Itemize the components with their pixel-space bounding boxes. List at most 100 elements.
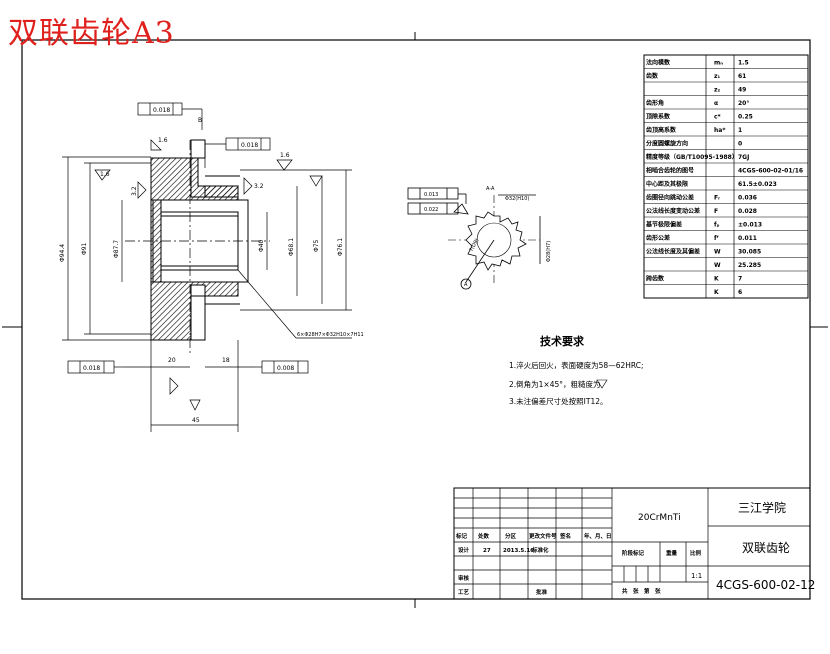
dim-d6: Φ75 [313,239,320,252]
param-value: 20° [738,100,749,107]
dim-d7: Φ76.1 [337,238,344,256]
part-name: 双联齿轮 [742,541,790,555]
param-value: 6 [738,289,742,296]
param-value: 1 [738,127,742,134]
param-value: 4CGS-600-02-01/16 [738,168,803,175]
param-label: 基节极限偏差 [645,221,682,229]
param-label: 顶隙系数 [646,113,671,121]
param-label: 齿形角 [646,99,664,107]
param-value: 0 [738,141,742,148]
material: 20CrMnTi [638,513,681,523]
param-value: 0.011 [738,235,757,242]
spline-dim-1: Φ32(H10) [505,196,529,202]
tech-heading: 技术要求 [540,334,585,348]
sheet-border [21,39,811,600]
param-value: 0.028 [738,208,757,215]
param-symbol: K [714,276,719,283]
drawing-number: 4CGS-600-02-12 [716,578,815,592]
param-label: 法向模数 [646,59,671,67]
dim-w3: 45 [192,417,200,424]
rough-4: 3.2 [131,186,138,196]
rough-1: 1.6 [100,171,110,178]
tech-item-2: 2.倒角为1×45°，粗糙度为 [509,379,601,389]
param-symbol: ha* [714,127,726,134]
tol-top-left: 0.018 [153,107,170,114]
diameter-dimensions: Φ94.4 Φ91 Φ87.7 Φ40 Φ68.1 Φ75 Φ76.1 [59,156,352,341]
dim-d1: Φ94.4 [59,244,66,262]
param-value: 7GJ [738,154,749,161]
param-label: 跨齿数 [646,275,665,283]
spline-dim-2: Φ28(H7) [546,241,552,262]
param-symbol: mₙ [714,60,723,67]
spline-datum-a: A [464,282,468,288]
sign-label: 签名 [559,532,571,540]
param-label: 公法线长度变动公差 [646,207,700,215]
scale-value: 1:1 [691,572,702,580]
param-symbol: K [714,289,719,296]
param-label: 公法线长度及其偏差 [646,248,700,256]
gear-section-view [125,139,270,355]
dim-d2: Φ91 [81,242,88,255]
param-symbol: fᶠ [714,235,719,242]
param-value: 49 [738,87,746,94]
std-label: 标准化 [531,546,549,554]
param-label: 齿形公差 [646,234,670,242]
param-label: 精度等级（GB/T10095-1988） [646,153,738,161]
param-symbol: W [714,262,721,269]
param-value: 0.036 [738,195,757,202]
param-label: 中心距及其极限 [646,180,688,188]
tech-item-1: 1.淬火后回火，表面硬度为58—62HRC; [509,360,643,370]
spline-dim-3: 7(D9) [468,238,480,253]
param-value: 1.5 [738,60,749,67]
dim-w2: 18 [222,357,230,364]
param-value: 25.285 [738,262,761,269]
technical-requirements: 技术要求 1.淬火后回火，表面硬度为58—62HRC; 2.倒角为1×45°，粗… [509,334,643,406]
title-block-text: 20CrMnTi 三江学院 双联齿轮 4CGS-600-02-12 1:1 阶段… [455,500,815,596]
title-block [453,487,811,600]
scale-label: 比例 [690,549,702,557]
zone-label: 分区 [505,532,517,540]
designer-name: 27 [483,548,491,554]
count-label: 处数 [477,532,490,540]
param-label: 相啮合齿轮的图号 [646,167,694,175]
param-label: 分度圆螺旋方向 [646,140,688,148]
rough-2: 1.6 [280,152,290,159]
stage-label: 阶段标记 [622,549,645,557]
review-label: 审核 [458,574,470,582]
param-symbol: α [714,100,718,107]
rough-5: 1.6 [158,137,168,144]
param-value: 0.25 [738,114,753,121]
tech-item-3: 3.未注偏差尺寸处按照IT12。 [509,396,608,406]
spline-note: 6×Φ28H7×Φ32H10×7H11 [297,332,364,338]
date-label: 年、月、日 [584,532,612,540]
param-value: 30.085 [738,249,761,256]
doc-label: 更改文件号 [529,532,557,540]
dim-d3: Φ87.7 [113,240,120,258]
width-dimensions: 20 18 45 [124,340,255,432]
spline-view: A A-A Φ32(H10) Φ28(H7) 7(D9) 0.013 0.022 [407,186,552,290]
mark-label: 标记 [455,532,468,540]
spline-tol-2: 0.022 [424,207,438,213]
param-symbol: W [714,249,721,256]
tol-bottom-left: 0.018 [83,365,100,372]
param-value: ±0.013 [738,222,762,229]
dim-d5: Φ40 [258,239,265,252]
param-label: 齿顶高系数 [646,126,677,134]
datum-b: B [198,117,202,124]
section-label: A-A [486,186,495,192]
tol-top-right: 0.018 [241,142,258,149]
approve-label: 批准 [536,588,548,596]
spline-tol-1: 0.013 [424,192,438,198]
tolerance-frames-section: 0.018 0.018 0.018 0.008 B 1.6 1.6 3.2 3.… [67,102,364,411]
institution: 三江学院 [738,500,786,515]
param-value: 7 [738,276,742,283]
param-symbol: z₁ [714,73,720,80]
rough-3: 3.2 [254,183,264,190]
process-label: 工艺 [458,588,470,596]
param-symbol: Fᵣ [714,195,720,202]
param-symbol: fₚ [714,222,720,229]
design-date: 2013.5.16 [503,548,534,554]
dim-w1: 20 [168,357,176,364]
param-symbol: c* [714,114,722,121]
